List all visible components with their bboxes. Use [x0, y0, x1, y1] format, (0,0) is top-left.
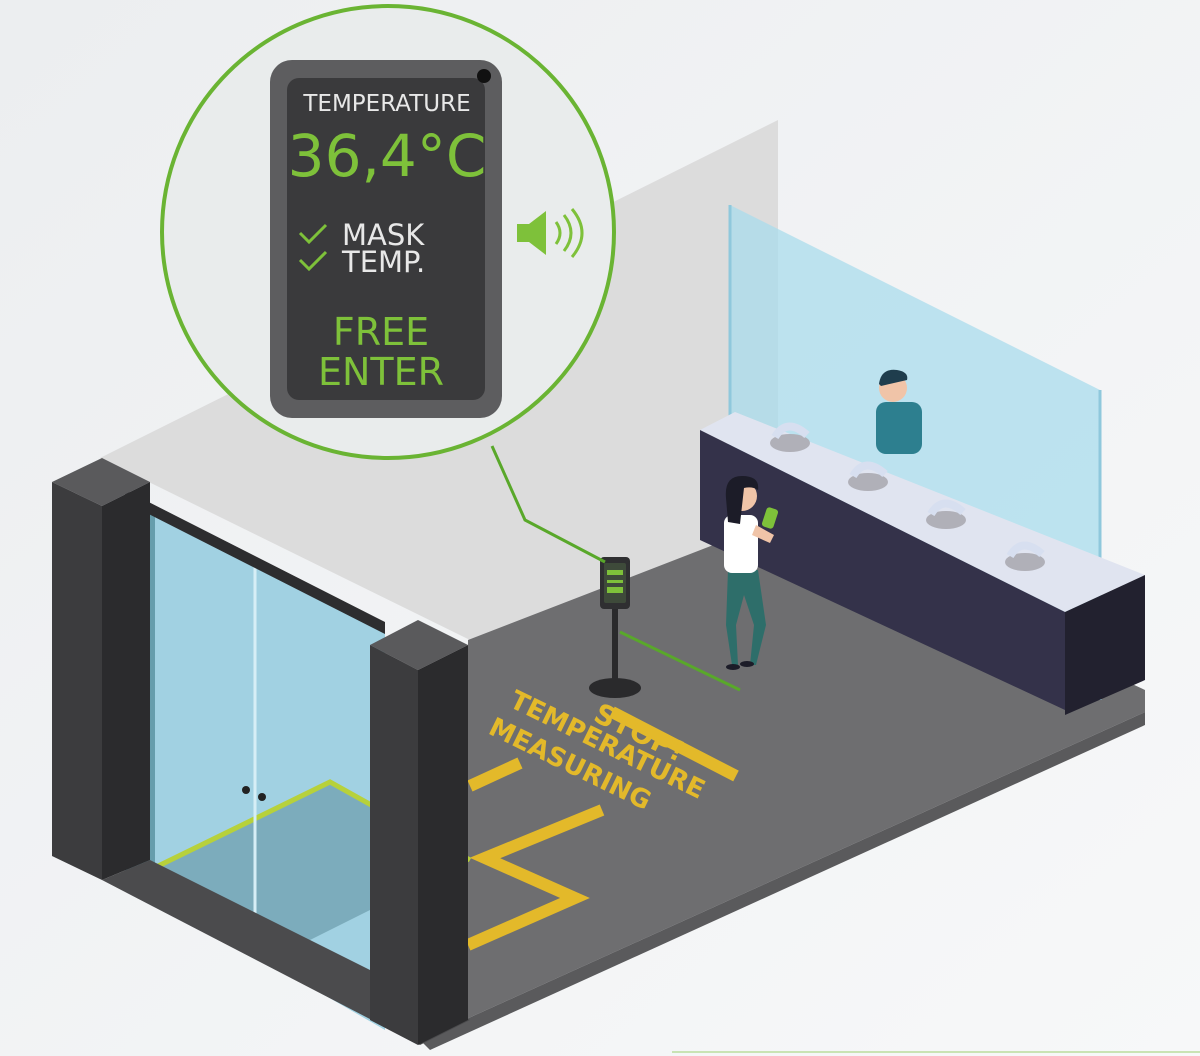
visitor — [724, 476, 779, 670]
thermometer-kiosk — [589, 557, 641, 698]
receptionist — [876, 369, 922, 454]
device-screen — [287, 78, 485, 400]
speaker-icon — [517, 208, 584, 258]
kiosk-floor-line — [619, 630, 741, 692]
reception-counter — [700, 412, 1145, 715]
callout-connector — [490, 445, 606, 564]
screen-status-line-2: ENTER — [318, 350, 444, 394]
left-pillar — [52, 458, 150, 880]
screen-check-mask: MASK — [342, 218, 425, 252]
callout-magnifier: TEMPERATURE 36,4°C MASK TEMP. FREE ENTER — [160, 4, 616, 460]
floor-markings — [465, 706, 739, 951]
camera-dot-icon — [477, 69, 491, 83]
right-pillar — [370, 620, 468, 1045]
screen-check-temp: TEMP. — [341, 245, 425, 279]
checkmark-icon — [298, 250, 328, 272]
screen-temperature-value: 36,4°C — [288, 122, 487, 190]
screen-label: TEMPERATURE — [302, 91, 470, 117]
checkmark-icon — [298, 223, 328, 245]
screen-status-line-1: FREE — [333, 310, 429, 354]
floor-front-edge — [420, 712, 1145, 1050]
